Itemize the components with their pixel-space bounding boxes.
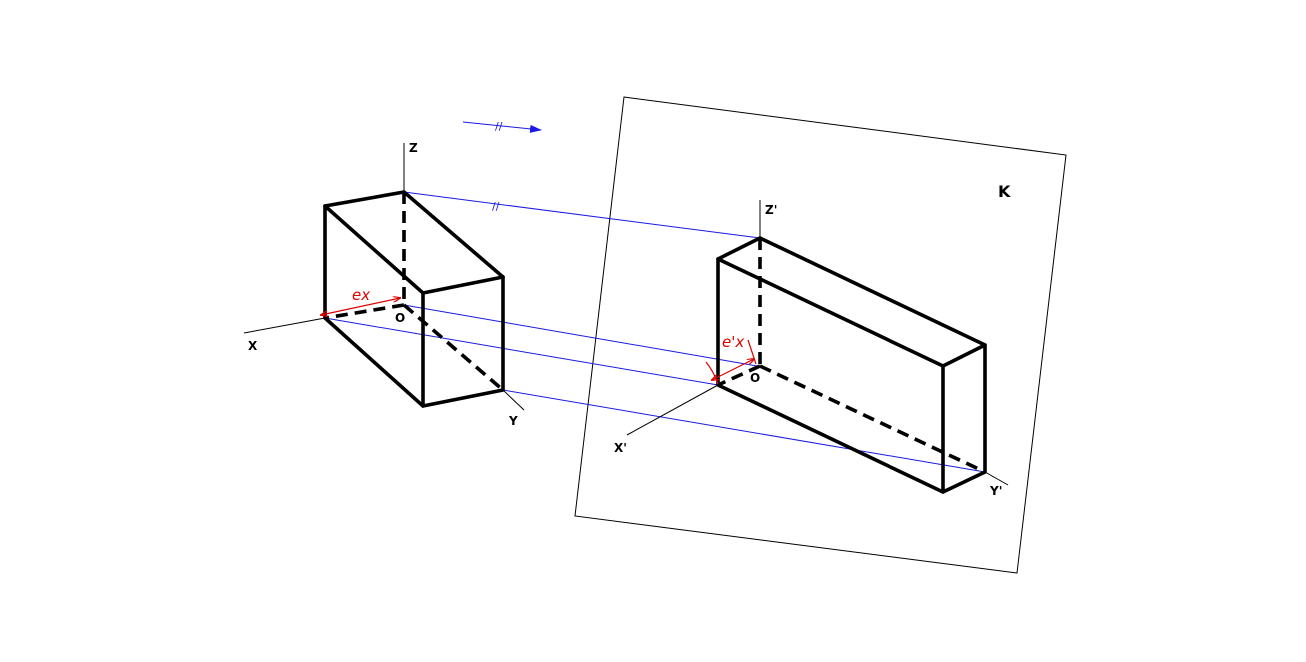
projection-direction-arrow: //: [462, 120, 542, 133]
projected-hidden-y-edge: [759, 364, 986, 474]
y-prime-label: Y': [989, 484, 1002, 498]
ex-prime-curve-right: [747, 339, 757, 365]
direction-arrow-line: [462, 121, 542, 133]
box-front-top-edge: [323, 204, 425, 295]
ex-prime-label: e'x: [722, 333, 744, 351]
direction-parallel-mark: //: [495, 120, 503, 133]
ex-prime-curve-left: [705, 361, 719, 385]
y-axis: [502, 389, 525, 411]
original-box: ex Z X Y O: [243, 141, 525, 428]
projected-front-right-edge: [941, 343, 987, 368]
y-label: Y: [508, 414, 518, 428]
ex-label: ex: [352, 286, 370, 304]
ray-x-corner: [324, 317, 719, 386]
ray-origin: [403, 304, 758, 367]
x-prime-axis: [626, 384, 719, 436]
ray-y-corner: [502, 389, 986, 473]
z-prime-label: Z': [765, 203, 777, 217]
projection-plane-k: K: [574, 96, 1067, 574]
ray-parallel-mark: //: [492, 200, 500, 213]
x-prime-label: X': [614, 441, 627, 455]
origin-prime-label: O: [750, 371, 760, 385]
y-prime-axis: [984, 471, 1009, 486]
ex-arrow: [321, 298, 400, 315]
hidden-y-edge: [402, 303, 505, 392]
x-label: X: [248, 339, 258, 353]
plane-label: K: [998, 182, 1011, 201]
ray-top: [403, 191, 761, 239]
x-axis: [243, 317, 326, 334]
projected-front-top-edge: [716, 257, 945, 368]
ex-prime-arrow: [712, 359, 754, 380]
origin-label: O: [395, 311, 405, 325]
plane-outline: [574, 96, 1067, 574]
projected-box: e'x Z' X' Y' O: [614, 200, 1009, 498]
box-front-right-edge: [421, 275, 505, 295]
z-label: Z: [409, 141, 418, 155]
projection-rays: //: [324, 191, 986, 473]
